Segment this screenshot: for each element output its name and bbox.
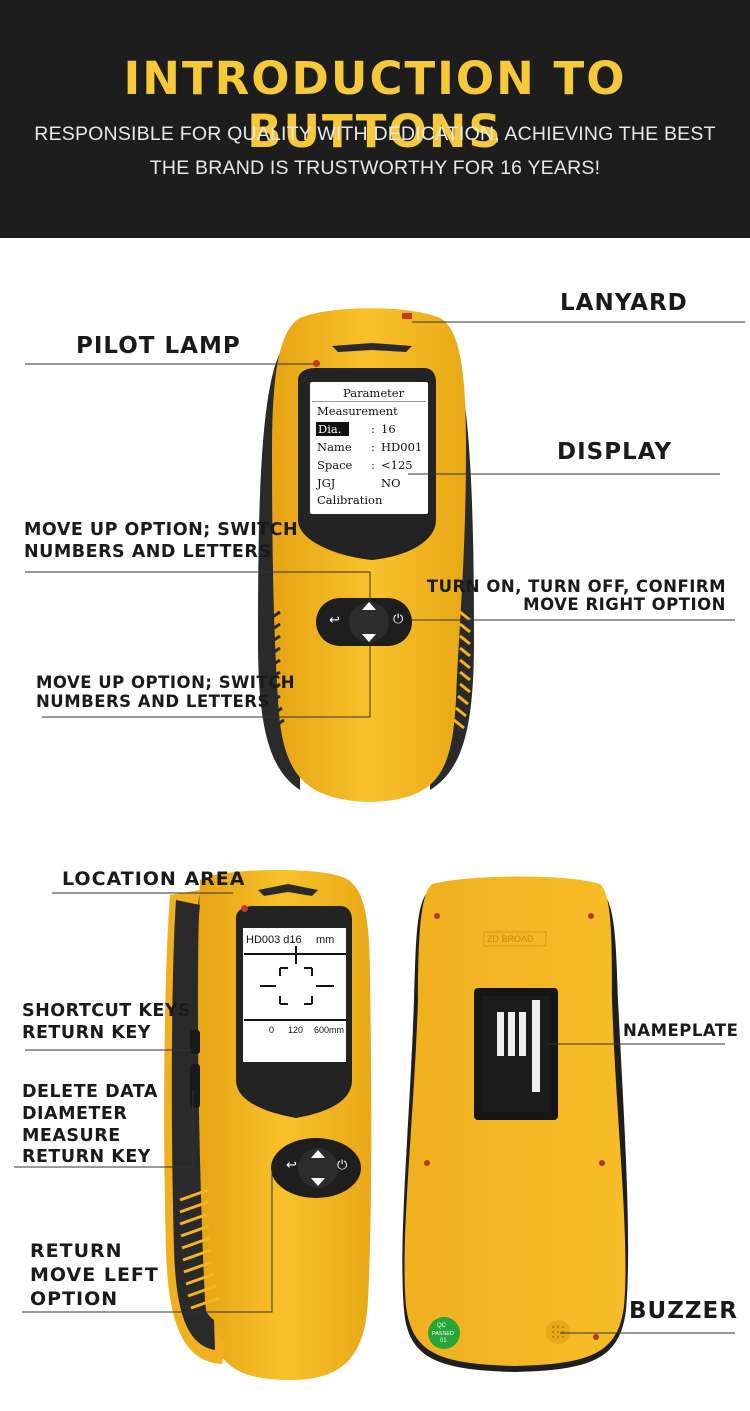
- device-front-top: [258, 308, 474, 802]
- screen1-divider: [312, 401, 426, 402]
- label-delete-b: DIAMETER: [22, 1104, 128, 1124]
- screen1-row-3-val: <125: [381, 458, 413, 472]
- pilot-lamp-indicator-2: [241, 905, 248, 912]
- qc-line-c: 01: [440, 1338, 447, 1344]
- header-banner: INTRODUCTION TO BUTTONS RESPONSIBLE FOR …: [0, 0, 750, 238]
- screen1-row-1-key: Dia.: [316, 422, 350, 436]
- power-icon[interactable]: ⏻: [393, 612, 404, 627]
- screen1-row-5: Calibration: [317, 493, 383, 507]
- label-return-b: MOVE LEFT: [30, 1264, 159, 1286]
- label-nameplate: NAMEPLATE: [623, 1021, 739, 1040]
- label-move-up-2b: NUMBERS AND LETTERS: [36, 692, 270, 711]
- device-back: [402, 876, 629, 1372]
- screen1-row-4-key: JGJ: [317, 476, 336, 490]
- screen1-colon-2: :: [371, 440, 375, 454]
- screen1-colon-1: :: [371, 422, 375, 436]
- screen1-row-3-key: Space: [317, 458, 353, 472]
- device-front-bottom: [164, 869, 372, 1380]
- screen1-row-2-key: Name: [317, 440, 352, 454]
- screen1-title: Parameter: [343, 386, 405, 400]
- return-icon[interactable]: ↩: [329, 613, 340, 628]
- label-display: DISPLAY: [557, 439, 672, 465]
- screen2-scale-2: 600mm: [314, 1025, 345, 1035]
- screen2-scale-0: 0: [269, 1025, 275, 1035]
- screen2-scale-1: 120: [288, 1025, 304, 1035]
- label-shortcut-a: SHORTCUT KEYS: [22, 1001, 192, 1021]
- screen2-top: HD003 d16: [246, 934, 302, 946]
- power-icon-2[interactable]: ⏻: [337, 1158, 348, 1173]
- page-title: INTRODUCTION TO BUTTONS: [123, 52, 627, 158]
- label-return-a: RETURN: [30, 1240, 123, 1262]
- label-lanyard: LANYARD: [560, 290, 688, 316]
- label-move-up-1a: MOVE UP OPTION; SWITCH: [24, 520, 299, 540]
- label-delete-a: DELETE DATA: [22, 1082, 158, 1102]
- label-move-up-1b: NUMBERS AND LETTERS: [24, 542, 272, 562]
- label-shortcut-b: RETURN KEY: [22, 1023, 151, 1043]
- subtitle-line-1: RESPONSIBLE FOR QUALITY WITH DEDICATION,…: [34, 123, 716, 145]
- label-turn-on-a: TURN ON, TURN OFF, CONFIRM: [426, 577, 726, 596]
- screen2-unit: mm: [316, 934, 335, 946]
- screen1-row-4-val: NO: [381, 476, 401, 490]
- back-brand: ZD BROAD: [487, 934, 534, 944]
- label-buzzer: BUZZER: [629, 1298, 738, 1324]
- label-delete-c: MEASURE: [22, 1126, 121, 1146]
- label-pilot-lamp: PILOT LAMP: [76, 333, 241, 359]
- screen1-row-2-val: HD001: [381, 440, 423, 454]
- screen1-colon-3: :: [371, 458, 375, 472]
- label-turn-on-b: MOVE RIGHT OPTION: [523, 595, 726, 614]
- label-location-area: LOCATION AREA: [62, 868, 246, 890]
- return-icon-2[interactable]: ↩: [286, 1158, 297, 1173]
- label-return-c: OPTION: [30, 1288, 119, 1310]
- pilot-lamp-indicator: [313, 360, 320, 367]
- subtitle-line-2: THE BRAND IS TRUSTWORTHY FOR 16 YEARS!: [149, 157, 601, 179]
- screen1-row-1-val: 16: [381, 422, 396, 436]
- label-move-up-2a: MOVE UP OPTION; SWITCH: [36, 673, 296, 692]
- qc-line-b: PASSED: [432, 1331, 454, 1337]
- screen1-row-0: Measurement: [317, 404, 398, 418]
- label-delete-d: RETURN KEY: [22, 1147, 151, 1167]
- qc-line-a: QC: [437, 1323, 446, 1329]
